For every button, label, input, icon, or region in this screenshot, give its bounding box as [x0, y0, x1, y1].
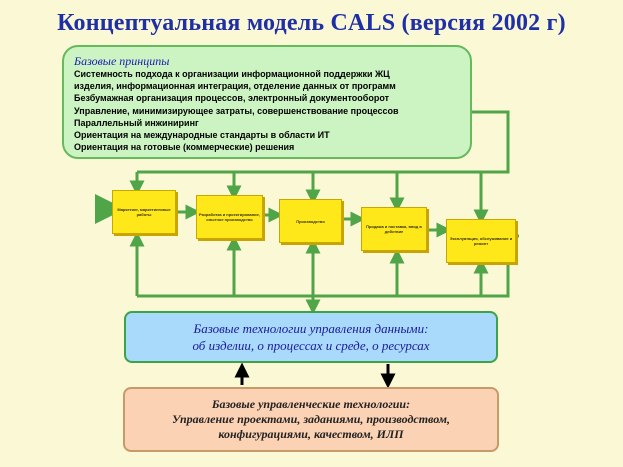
principles-list: Системность подхода к организации информ…	[74, 68, 460, 153]
page-title: Концептуальная модель CALS (версия 2002 …	[57, 10, 566, 36]
stage-production: Производство	[279, 199, 342, 243]
principle-item: Безбумажная организация процессов, элект…	[74, 93, 390, 104]
data-tech-line2: об изделии, о процессах и среде, о ресур…	[192, 338, 430, 353]
stage-operation: Эксплуатация, обслуживание и ремонт	[446, 219, 516, 263]
data-technologies-box: Базовые технологии управления данными: о…	[124, 311, 498, 363]
stage-label: Разработка и проектирование, опытное про…	[199, 212, 260, 222]
principle-item: Управление, минимизирующее затраты, сове…	[74, 105, 399, 116]
principle-item: Ориентация на готовые (коммерческие) реш…	[74, 142, 295, 153]
principle-item: Системность подхода к организации информ…	[74, 69, 390, 79]
mgmt-tech-line2: Управление проектами, заданиями, произво…	[171, 412, 451, 426]
mgmt-tech-line3: конфигурациями, качеством, ИЛП	[218, 427, 404, 441]
mgmt-tech-line1: Базовые управленческие технологии:	[211, 397, 411, 411]
principles-box: Базовые принципы Системность подхода к о…	[62, 45, 472, 159]
stage-label: Продажа и поставка, ввод в действие	[366, 224, 422, 234]
stage-label: Маркетинг, маркетинговые работы	[117, 207, 171, 217]
principle-item: Ориентация на международные стандарты в …	[74, 130, 330, 141]
data-tech-line1: Базовые технологии управления данными:	[193, 321, 429, 336]
principle-item: Параллельный инжиниринг	[74, 117, 199, 128]
stage-label: Эксплуатация, обслуживание и ремонт	[449, 236, 513, 246]
stage-label: Производство	[296, 218, 325, 224]
stage-marketing: Маркетинг, маркетинговые работы	[112, 190, 176, 234]
principle-item: изделия, информационная интеграция, отде…	[74, 81, 396, 92]
principles-connector	[137, 110, 510, 174]
stage-sales: Продажа и поставка, ввод в действие	[361, 207, 427, 251]
principles-heading: Базовые принципы	[74, 54, 170, 68]
stage-design: Разработка и проектирование, опытное про…	[196, 195, 263, 239]
management-technologies-box: Базовые управленческие технологии: Управ…	[123, 387, 499, 452]
